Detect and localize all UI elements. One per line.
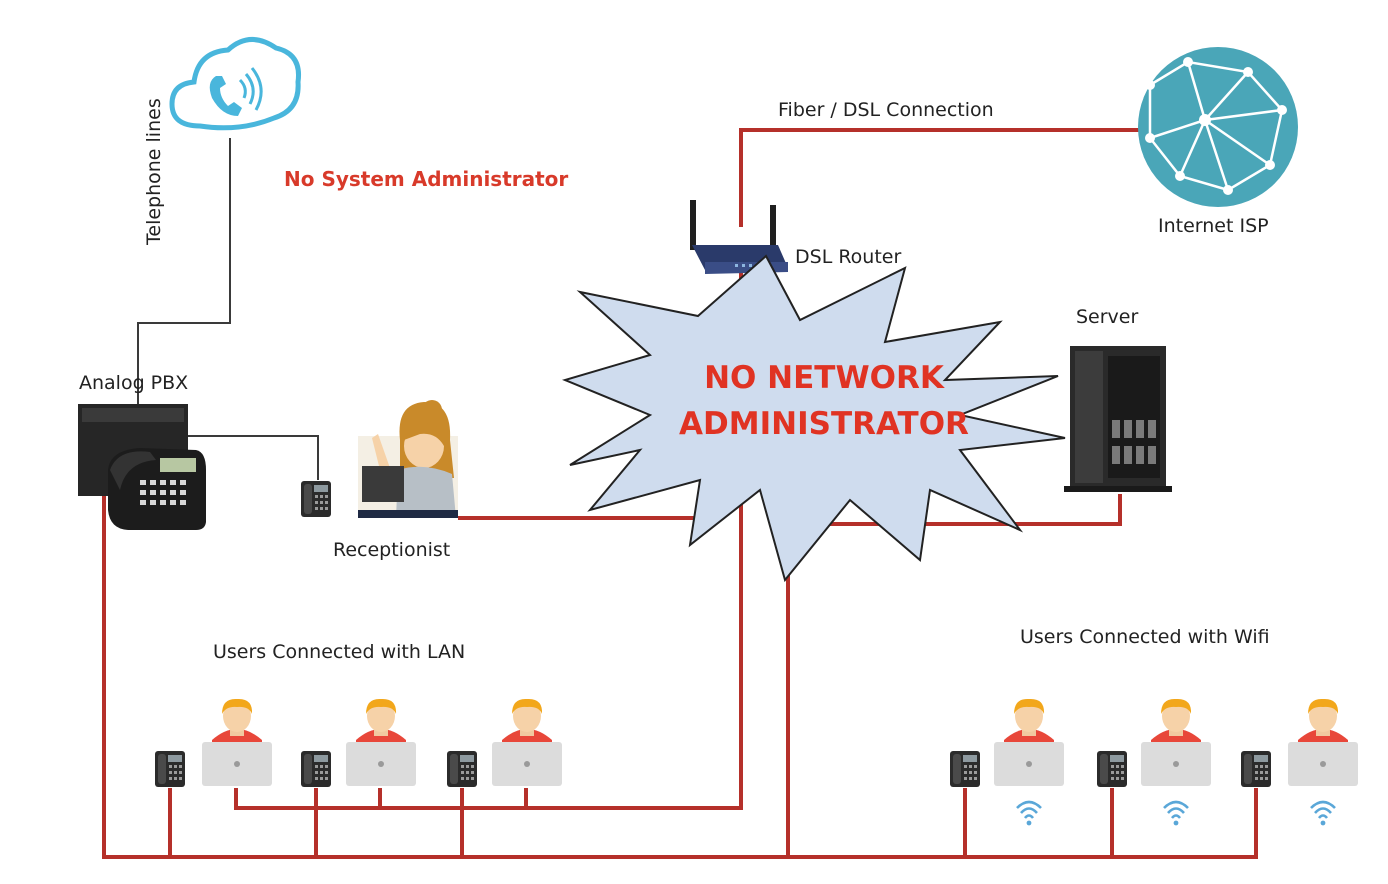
user-laptop-icon — [1288, 698, 1358, 786]
receptionist-icon — [358, 400, 458, 518]
lan-users — [155, 698, 562, 787]
phone-bus-cable — [102, 496, 1258, 859]
users-lan-label: Users Connected with LAN — [213, 641, 465, 663]
server-icon — [1064, 346, 1172, 492]
wifi-icon — [1015, 800, 1043, 827]
server-label: Server — [1076, 306, 1138, 328]
receptionist-label: Receptionist — [333, 539, 450, 561]
network-cables — [102, 128, 1258, 859]
telephone-line — [137, 138, 231, 408]
user-laptop-icon — [346, 698, 416, 786]
desk-phone-icon — [1241, 751, 1271, 787]
receptionist-cable — [458, 488, 708, 520]
user-laptop-icon — [202, 698, 272, 786]
wifi-icon — [1309, 800, 1337, 827]
router-down-cable — [234, 273, 743, 810]
burst-line-1: NO NETWORK — [704, 360, 945, 396]
desk-phone-icon — [1097, 751, 1127, 787]
telephone-lines-label: Telephone lines — [143, 98, 165, 246]
pbx-icon — [78, 404, 206, 530]
user-laptop-icon — [994, 698, 1064, 786]
no-sysadmin-label: No System Administrator — [284, 167, 568, 191]
no-network-admin-burst: NO NETWORK ADMINISTRATOR — [561, 254, 1066, 583]
pbx-phone-line — [188, 435, 319, 480]
internet-isp-label: Internet ISP — [1158, 215, 1269, 237]
desk-phone-icon — [447, 751, 477, 787]
desk-phone-icon — [155, 751, 185, 787]
desk-phone-icon — [950, 751, 980, 787]
wifi-users — [950, 698, 1358, 827]
analog-pbx-label: Analog PBX — [79, 372, 188, 394]
burst-line-2: ADMINISTRATOR — [679, 406, 969, 442]
desk-phone-icon — [301, 751, 331, 787]
user-laptop-icon — [492, 698, 562, 786]
users-wifi-label: Users Connected with Wifi — [1020, 626, 1270, 648]
wifi-icon — [1162, 800, 1190, 827]
fiber-dsl-label: Fiber / DSL Connection — [778, 99, 994, 121]
cloud-phone-icon — [169, 37, 302, 131]
user-laptop-icon — [1141, 698, 1211, 786]
globe-icon — [1138, 47, 1298, 207]
fiber-connection-cable — [739, 128, 1142, 227]
desk-phone-icon — [301, 481, 331, 517]
dsl-router-label: DSL Router — [795, 246, 901, 268]
